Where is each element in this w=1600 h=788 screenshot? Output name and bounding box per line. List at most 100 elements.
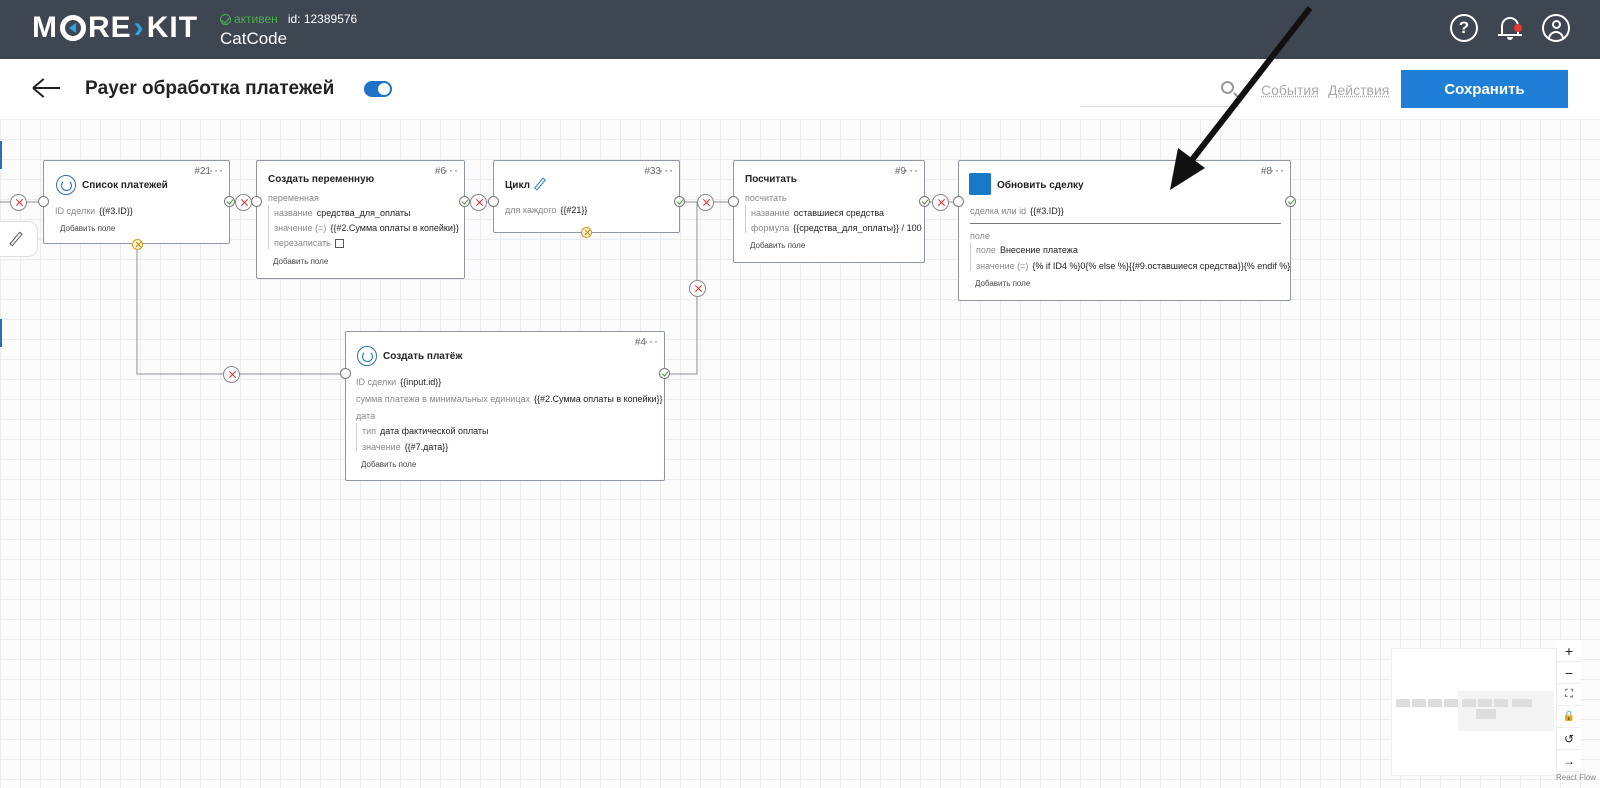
back-arrow-icon[interactable] bbox=[32, 77, 60, 99]
node-title: Обновить сделку bbox=[997, 180, 1084, 191]
zoom-in-button[interactable]: + bbox=[1557, 640, 1581, 662]
add-field-button[interactable]: Добавить поле bbox=[361, 460, 417, 469]
edit-pencil-button[interactable] bbox=[0, 221, 38, 257]
output-handle[interactable] bbox=[919, 196, 930, 207]
input-handle[interactable] bbox=[38, 196, 49, 207]
save-button[interactable]: Сохранить bbox=[1401, 70, 1568, 108]
field-row[interactable]: формула{{средства_для_оплаты}} / 100 bbox=[751, 223, 922, 233]
node-list-payments[interactable]: Список платежей #21 ··· ID сделки{{#3.ID… bbox=[43, 160, 230, 244]
field-row[interactable]: ID сделки{{#3.ID}} bbox=[55, 206, 133, 216]
field-row[interactable]: для каждого{{#21}} bbox=[505, 205, 587, 215]
logo-ring-icon bbox=[60, 15, 86, 41]
node-loop[interactable]: Цикл #33 ··· для каждого{{#21}} bbox=[493, 160, 680, 233]
field-value: дата фактической оплаты bbox=[380, 426, 489, 436]
node-create-payment[interactable]: Создать платёж #4 ··· ID сделки{{input.i… bbox=[345, 331, 665, 481]
overwrite-checkbox[interactable] bbox=[334, 239, 344, 249]
delete-edge-button[interactable] bbox=[689, 280, 706, 297]
tab-actions[interactable]: Действия bbox=[1328, 82, 1390, 98]
output-handle[interactable] bbox=[659, 368, 670, 379]
error-output-handle[interactable] bbox=[132, 239, 143, 250]
input-handle[interactable] bbox=[340, 368, 351, 379]
error-output-handle[interactable] bbox=[581, 227, 592, 238]
add-field-button[interactable]: Добавить поле bbox=[975, 279, 1031, 288]
project-name[interactable]: CatCode bbox=[220, 29, 288, 48]
node-menu-icon[interactable]: ··· bbox=[209, 163, 224, 177]
search-field[interactable] bbox=[1080, 77, 1240, 107]
node-menu-icon[interactable]: ··· bbox=[644, 334, 659, 348]
zoom-out-button[interactable]: − bbox=[1557, 662, 1581, 684]
output-handle[interactable] bbox=[674, 196, 685, 207]
lock-button[interactable]: 🔒 bbox=[1557, 706, 1581, 728]
top-header: M RE › KIT активен id: 12389576 CatCode … bbox=[0, 0, 1600, 59]
node-number: #4 bbox=[634, 337, 646, 348]
input-handle[interactable] bbox=[488, 196, 499, 207]
field-value: {{средства_для_оплаты}} / 100 bbox=[793, 223, 922, 233]
minimap-viewport[interactable] bbox=[1458, 691, 1554, 731]
input-handle[interactable] bbox=[953, 196, 964, 207]
bell-icon[interactable] bbox=[1496, 14, 1524, 42]
delete-edge-button[interactable] bbox=[470, 194, 487, 211]
delete-edge-button[interactable] bbox=[235, 194, 252, 211]
field-row[interactable]: значение{{#7.дата}} bbox=[362, 442, 448, 452]
tab-events[interactable]: События bbox=[1261, 82, 1319, 98]
add-field-button[interactable]: Добавить поле bbox=[273, 257, 329, 266]
morekit-logo[interactable]: M RE › KIT bbox=[32, 11, 198, 44]
field-label: значение bbox=[362, 442, 401, 452]
output-handle[interactable] bbox=[224, 196, 235, 207]
undo-button[interactable]: ↺ bbox=[1557, 728, 1581, 750]
delete-edge-button[interactable] bbox=[10, 194, 27, 211]
output-handle[interactable] bbox=[1285, 196, 1296, 207]
active-toggle[interactable] bbox=[364, 81, 392, 97]
node-title: Создать переменную bbox=[268, 174, 375, 185]
user-profile-icon[interactable] bbox=[1542, 14, 1570, 42]
field-label: сделка или id bbox=[970, 206, 1027, 216]
field-value: {{input.id}} bbox=[400, 377, 442, 387]
output-handle[interactable] bbox=[459, 196, 470, 207]
add-field-button[interactable]: Добавить поле bbox=[60, 224, 116, 233]
kassa-service-icon bbox=[357, 346, 377, 366]
field-row[interactable]: значение (=){% if ID4 %}0{% else %}{{#9.… bbox=[976, 261, 1290, 271]
node-title: Посчитать bbox=[745, 174, 797, 185]
flow-canvas[interactable]: Список платежей #21 ··· ID сделки{{#3.ID… bbox=[0, 119, 1600, 788]
logo-text-re: RE bbox=[88, 11, 132, 44]
field-row[interactable]: сделка или id{{#3.ID}} bbox=[970, 206, 1064, 216]
node-title: Список платежей bbox=[82, 180, 168, 191]
minimap-node bbox=[1428, 699, 1442, 707]
add-field-button[interactable]: Добавить поле bbox=[750, 241, 806, 250]
minimap-node bbox=[1512, 699, 1532, 707]
node-number: #6 bbox=[434, 166, 446, 177]
group-label: поле bbox=[970, 231, 990, 241]
field-row[interactable]: сумма платежа в минимальных единицах{{#2… bbox=[356, 394, 663, 404]
fit-view-button[interactable]: ⛶ bbox=[1557, 684, 1581, 706]
node-menu-icon[interactable]: ··· bbox=[904, 163, 919, 177]
help-icon[interactable]: ? bbox=[1450, 14, 1478, 42]
minimap-node bbox=[1412, 699, 1426, 707]
delete-edge-button[interactable] bbox=[697, 194, 714, 211]
field-row[interactable]: ID сделки{{input.id}} bbox=[356, 377, 441, 387]
field-row[interactable]: перезаписать bbox=[274, 238, 344, 249]
node-menu-icon[interactable]: ··· bbox=[444, 163, 459, 177]
field-value: {% if ID4 %}0{% else %}{{#9.оставшиеся с… bbox=[1032, 261, 1291, 271]
field-label: сумма платежа в минимальных единицах bbox=[356, 394, 530, 404]
delete-edge-button[interactable] bbox=[932, 194, 949, 211]
field-value: {{#3.ID}} bbox=[1030, 206, 1064, 216]
node-update-deal[interactable]: Обновить сделку #8 ··· сделка или id{{#3… bbox=[958, 160, 1291, 301]
input-handle[interactable] bbox=[728, 196, 739, 207]
node-menu-icon[interactable]: ··· bbox=[1270, 163, 1285, 177]
pencil-edit-icon[interactable] bbox=[533, 177, 547, 191]
minimap[interactable] bbox=[1391, 648, 1557, 776]
next-button[interactable]: → bbox=[1557, 750, 1581, 772]
input-handle[interactable] bbox=[251, 196, 262, 207]
node-create-variable[interactable]: Создать переменную #6 ··· переменная наз… bbox=[256, 160, 465, 279]
react-flow-attribution[interactable]: React Flow bbox=[1556, 773, 1597, 782]
node-menu-icon[interactable]: ··· bbox=[659, 163, 674, 177]
delete-edge-button[interactable] bbox=[223, 366, 240, 383]
group-label: дата bbox=[356, 411, 376, 421]
minimap-node bbox=[1478, 699, 1492, 707]
field-row[interactable]: значение (=){{#2.Сумма оплаты в копейки}… bbox=[274, 223, 459, 233]
